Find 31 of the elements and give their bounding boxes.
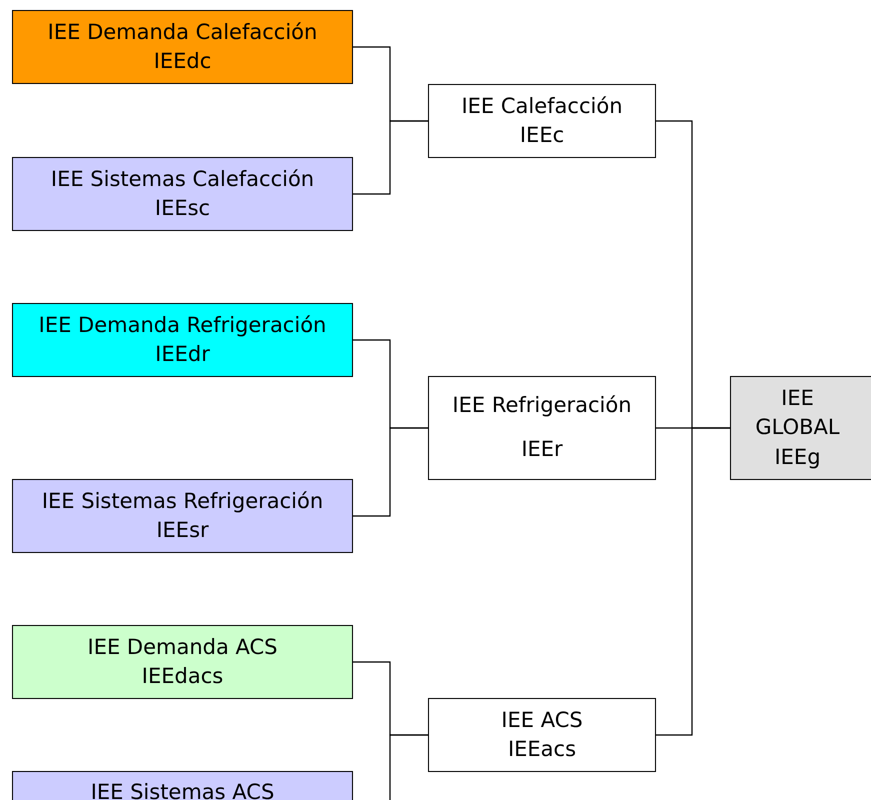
indicator-name: IEE Sistemas Refrigeración bbox=[42, 488, 324, 515]
total-box bbox=[730, 376, 871, 480]
indicator-name: IEE GLOBAL bbox=[754, 384, 841, 442]
indicator-box bbox=[12, 157, 353, 231]
indicator-box bbox=[12, 10, 353, 84]
connector-line bbox=[353, 120, 428, 195]
indicator-name: IEE Demanda Calefacción bbox=[48, 18, 318, 46]
indicator-code: IEEsc bbox=[154, 195, 210, 222]
indicator-code: IEEr bbox=[521, 436, 563, 464]
indicator-code: IEEdc bbox=[154, 48, 212, 75]
indicator-name: IEE Demanda Refrigeración bbox=[38, 312, 326, 339]
indicator-name: IEE Calefacción bbox=[461, 92, 623, 120]
indicator-name: IEE ACS bbox=[501, 706, 583, 734]
connector-line bbox=[353, 427, 428, 517]
indicator-name: IEE Refrigeración bbox=[452, 392, 632, 420]
subtotal-box bbox=[428, 376, 656, 480]
indicator-code: IEEacs bbox=[508, 736, 576, 763]
indicator-code: IEEdacs bbox=[142, 663, 224, 690]
indicator-name: IEE Sistemas ACS bbox=[90, 779, 274, 800]
indicator-code: IEEdr bbox=[155, 341, 210, 368]
subtotal-box bbox=[428, 84, 656, 158]
connector-line bbox=[656, 427, 730, 736]
indicator-name: IEE Demanda ACS bbox=[88, 634, 278, 661]
subtotal-box bbox=[428, 698, 656, 772]
indicator-code: IEEg bbox=[774, 444, 821, 471]
indicator-code: IEEc bbox=[520, 122, 564, 149]
indicator-code: IEEsr bbox=[156, 517, 209, 544]
indicator-name: IEE Sistemas Calefacción bbox=[50, 166, 314, 193]
indicator-box bbox=[12, 625, 353, 699]
indicator-box bbox=[12, 303, 353, 377]
indicator-box bbox=[12, 479, 353, 553]
